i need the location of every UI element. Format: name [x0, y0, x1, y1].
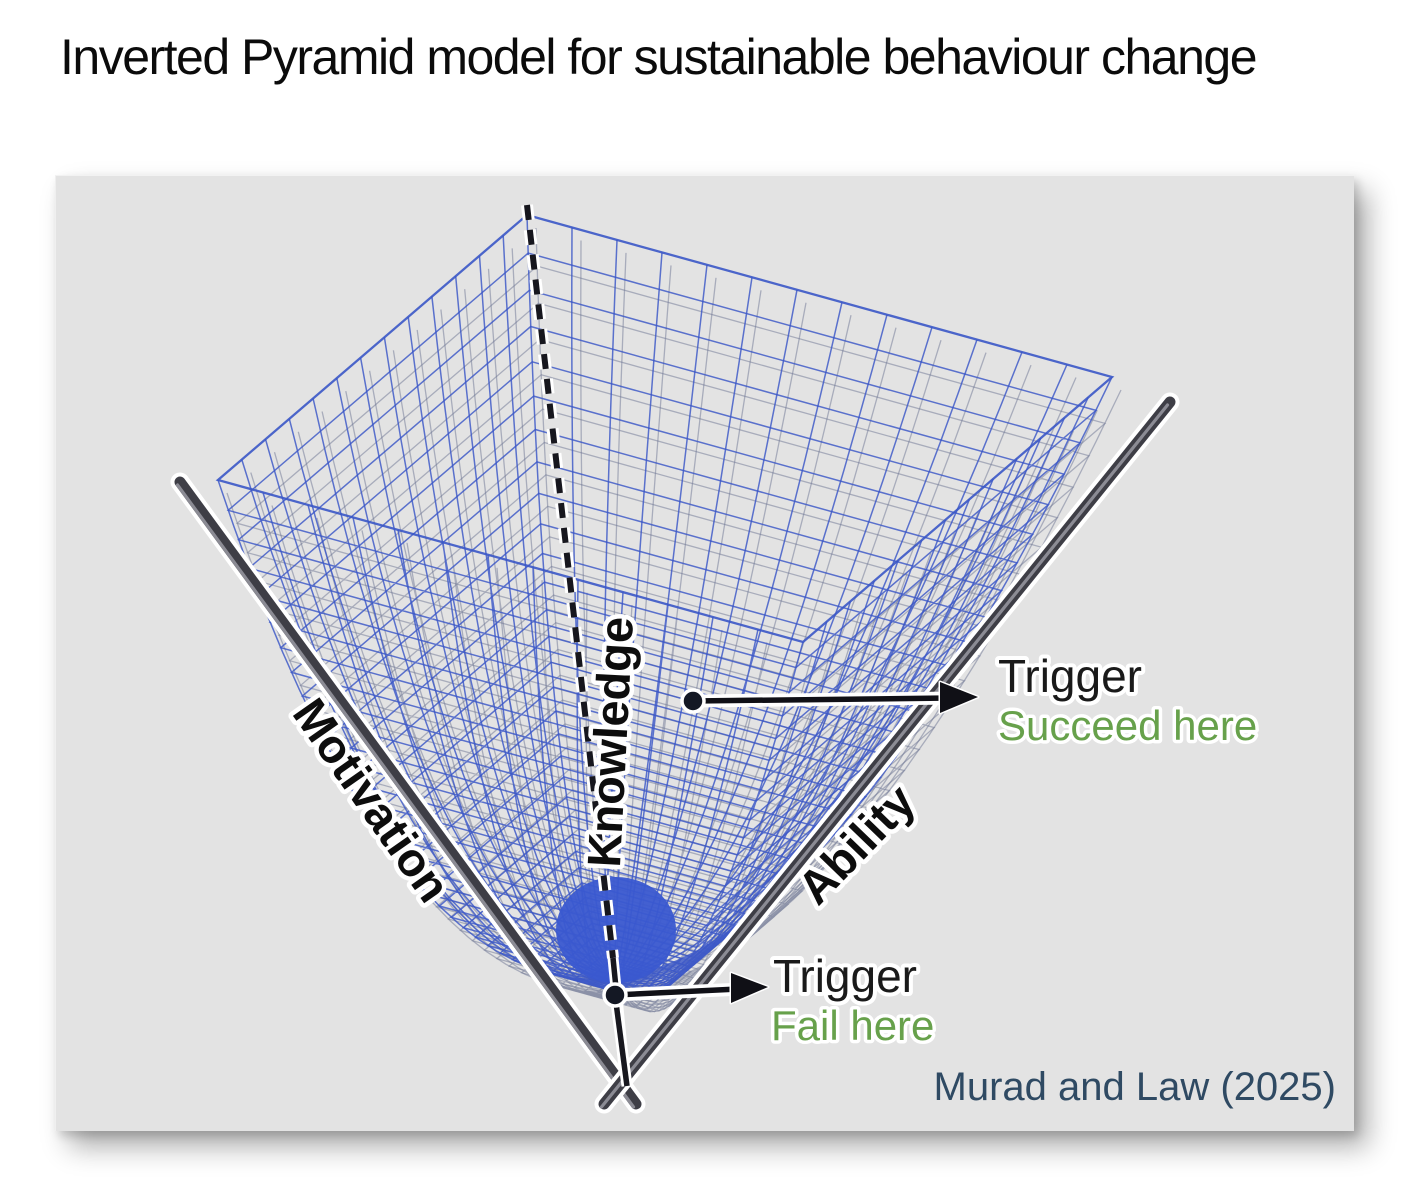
- fail-trigger-label: Trigger: [773, 950, 917, 1002]
- succeed-trigger-note: Succeed here: [998, 702, 1257, 749]
- fail-trigger-note: Fail here: [771, 1002, 934, 1049]
- fail-arrow: [602, 971, 770, 1087]
- succeed-arrow: [680, 680, 980, 715]
- fail-dot: [602, 982, 628, 1008]
- succeed-arrowhead-icon: [938, 680, 980, 715]
- page-title: Inverted Pyramid model for sustainable b…: [60, 29, 1258, 85]
- funnel-rings: [226, 252, 1098, 1000]
- succeed-dot: [680, 688, 706, 714]
- succeed-trigger-label: Trigger: [998, 650, 1142, 702]
- funnel-rim: [215, 213, 1115, 644]
- fail-arrowhead-icon: [729, 971, 770, 1005]
- motivation-axis-beam: [170, 472, 646, 1114]
- attribution-text: Murad and Law (2025): [934, 1065, 1336, 1109]
- funnel-apex-blob: [556, 877, 676, 983]
